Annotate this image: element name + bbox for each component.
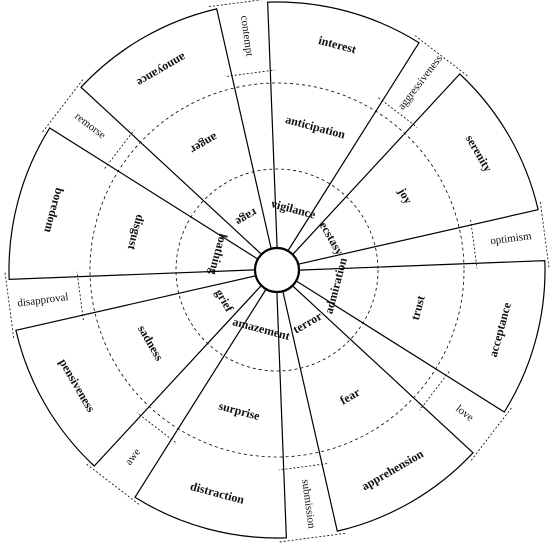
petal-fear bbox=[282, 284, 474, 532]
wheel-hub bbox=[253, 246, 301, 294]
petals bbox=[8, 1, 546, 539]
dyad-tick bbox=[76, 271, 84, 321]
petal-surprise bbox=[134, 288, 287, 539]
dyad-tick bbox=[378, 97, 418, 128]
dyad-tick bbox=[539, 201, 550, 268]
dyad-tick bbox=[419, 371, 450, 411]
petal-anticipation bbox=[267, 1, 420, 252]
label-trust: trust bbox=[408, 294, 428, 321]
dyad-tick bbox=[470, 407, 512, 461]
petal-anger bbox=[80, 8, 272, 256]
dyad-tick bbox=[470, 219, 478, 269]
label-love: love bbox=[453, 403, 475, 424]
petal-disgust bbox=[8, 127, 259, 280]
dyad-tick bbox=[208, 0, 263, 8]
petal-joy bbox=[291, 73, 539, 265]
dyad-tick bbox=[136, 412, 176, 443]
intensity-rings bbox=[89, 82, 465, 458]
dyad-tick bbox=[86, 463, 140, 505]
dyad-tick bbox=[226, 69, 276, 77]
dyad-tick bbox=[104, 129, 135, 169]
label-remorse: remorse bbox=[72, 110, 108, 141]
label-submission: submission bbox=[299, 479, 317, 530]
dyad-tick bbox=[42, 79, 84, 133]
label-disapproval: disapproval bbox=[17, 291, 69, 310]
label-optimism: optimism bbox=[490, 230, 533, 247]
dyad-gaps bbox=[4, 0, 550, 543]
label-awe: awe bbox=[123, 446, 143, 467]
dyad-tick bbox=[414, 35, 468, 77]
dyad-tick bbox=[4, 272, 15, 339]
petal-sadness bbox=[15, 275, 263, 467]
dyad-tick bbox=[278, 463, 328, 471]
label-contempt: contempt bbox=[238, 15, 255, 57]
middle-ring bbox=[89, 82, 465, 458]
petal-trust bbox=[295, 260, 546, 413]
dyad-tick bbox=[279, 532, 346, 543]
inner-ring bbox=[175, 168, 379, 372]
